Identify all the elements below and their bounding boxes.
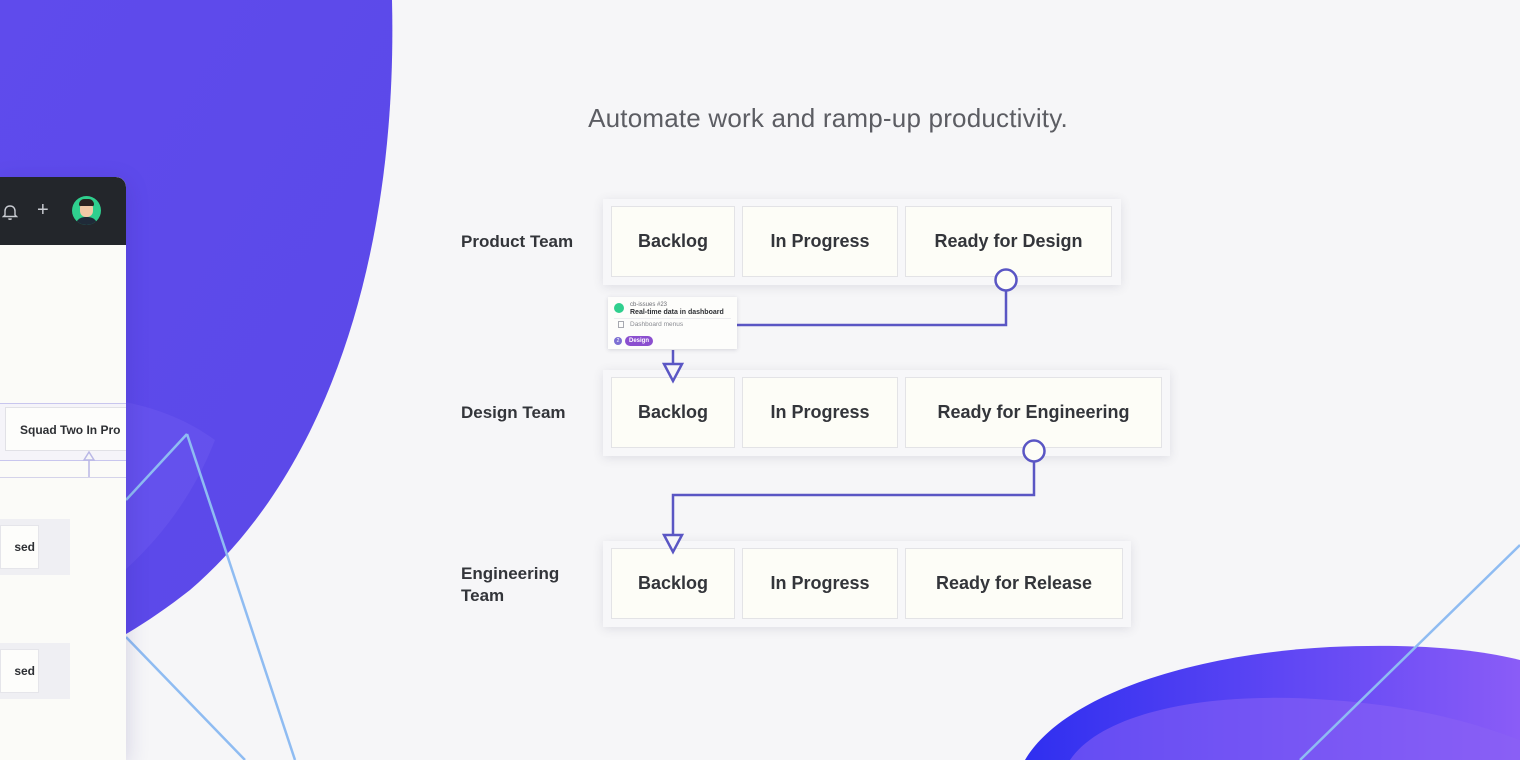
team-label-product: Product Team xyxy=(461,232,574,251)
team-label-design: Design Team xyxy=(461,403,566,422)
pipeline-row-product: Backlog In Progress Ready for Design xyxy=(603,199,1121,285)
issue-title: Real-time data in dashboard xyxy=(630,309,724,316)
pipeline-card-closed[interactable]: sed xyxy=(0,649,39,693)
team-label-engineering: Engineering Team xyxy=(461,564,560,605)
connector-node xyxy=(994,268,1018,292)
pipeline-card-squad-two[interactable]: Squad Two In Pro xyxy=(5,407,126,451)
avatar xyxy=(614,303,624,313)
pipeline-column: sed xyxy=(0,519,70,575)
connector-node xyxy=(1022,439,1046,463)
avatar[interactable] xyxy=(72,196,101,225)
column-ready-for-design[interactable]: Ready for Design xyxy=(905,206,1112,277)
column-in-progress[interactable]: In Progress xyxy=(742,548,898,619)
decorative-lines xyxy=(125,433,1520,760)
column-in-progress[interactable]: In Progress xyxy=(742,206,898,277)
divider xyxy=(0,477,126,478)
column-in-progress[interactable]: In Progress xyxy=(742,377,898,448)
epic-icon xyxy=(618,321,624,328)
connector-design-to-engineering xyxy=(671,461,1036,535)
issue-card[interactable]: cb-issues #23 Real-time data in dashboar… xyxy=(608,297,737,349)
arrow-down-icon xyxy=(661,533,685,555)
app-topbar: + xyxy=(0,177,126,245)
column-ready-for-engineering[interactable]: Ready for Engineering xyxy=(905,377,1162,448)
pipeline-column: sed xyxy=(0,643,70,699)
column-backlog[interactable]: Backlog xyxy=(611,206,735,277)
plus-icon[interactable]: + xyxy=(37,199,49,221)
app-window-preview: + Squad Two In Pro sed sed xyxy=(0,177,126,760)
bell-icon[interactable] xyxy=(2,203,18,221)
page-headline: Automate work and ramp-up productivity. xyxy=(588,103,1068,133)
column-ready-for-release[interactable]: Ready for Release xyxy=(905,548,1123,619)
purple-blob-bottom-right-light xyxy=(1070,697,1520,760)
label-tag: Design xyxy=(625,336,654,346)
divider xyxy=(614,318,731,319)
arrow-down-icon xyxy=(661,362,685,384)
column-backlog[interactable]: Backlog xyxy=(611,377,735,448)
connector-product-to-design xyxy=(737,291,1008,327)
arrow-up-icon xyxy=(82,450,96,477)
pipeline-row-engineering: Backlog In Progress Ready for Release xyxy=(603,541,1131,627)
issue-id: cb-issues #23 xyxy=(630,302,668,308)
issue-subtitle: Dashboard menus xyxy=(630,321,684,328)
pipeline-row-design: Backlog In Progress Ready for Engineerin… xyxy=(603,370,1170,456)
estimate-badge: 2 xyxy=(614,337,622,345)
pipeline-card-closed[interactable]: sed xyxy=(0,525,39,569)
